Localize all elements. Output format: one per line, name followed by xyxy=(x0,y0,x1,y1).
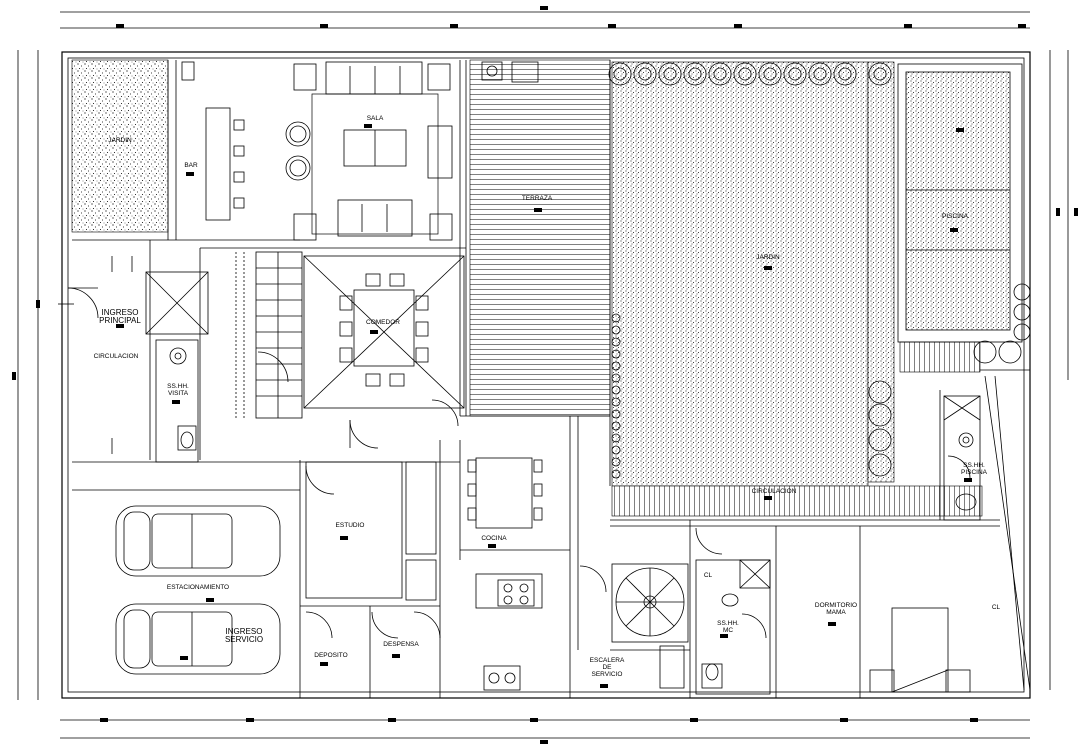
label-cl-1: CL xyxy=(703,572,713,579)
label-escalera-servicio: ESCALERA DE SERVICIO xyxy=(589,657,625,678)
label-cl-2: CL xyxy=(991,604,1001,611)
pool xyxy=(905,71,1011,331)
label-sshh-visita: SS.HH. VISITA xyxy=(167,383,189,397)
back-garden xyxy=(611,61,869,487)
label-bar: BAR xyxy=(184,162,198,169)
label-estudio: ESTUDIO xyxy=(335,522,365,529)
label-comedor: COMEDOR xyxy=(366,319,400,326)
car-2 xyxy=(115,603,281,675)
terrace-deck xyxy=(469,59,611,417)
label-terraza: TERRAZA xyxy=(521,195,553,202)
label-circulacion-right: CIRCULACION xyxy=(751,488,797,495)
label-estacionamiento: ESTACIONAMIENTO xyxy=(166,584,230,591)
label-dormitorio-mama: DORMITORIO MAMA xyxy=(814,602,858,616)
label-jardin-front: JARDIN xyxy=(108,137,132,144)
label-cocina: COCINA xyxy=(481,535,507,542)
label-circulacion-left: CIRCULACION xyxy=(93,353,139,360)
label-ingreso-principal: INGRESO PRINCIPAL xyxy=(99,308,141,325)
car-1 xyxy=(115,505,281,577)
label-piscina: PISCINA xyxy=(941,213,968,220)
label-sala: SALA xyxy=(366,115,384,122)
label-deposito: DEPOSITO xyxy=(314,652,348,659)
label-sshh-piscina: SS.HH. PISCINA xyxy=(960,462,987,476)
front-garden xyxy=(71,59,169,233)
label-sshh-mc: SS.HH. MC xyxy=(717,620,739,634)
shrubs xyxy=(608,62,1031,477)
label-despensa: DESPENSA xyxy=(383,641,419,648)
circulation-deck xyxy=(611,485,983,517)
label-ingreso-servicio: INGRESO SERVICIO xyxy=(224,627,264,644)
label-jardin-back: JARDIN xyxy=(756,254,780,261)
